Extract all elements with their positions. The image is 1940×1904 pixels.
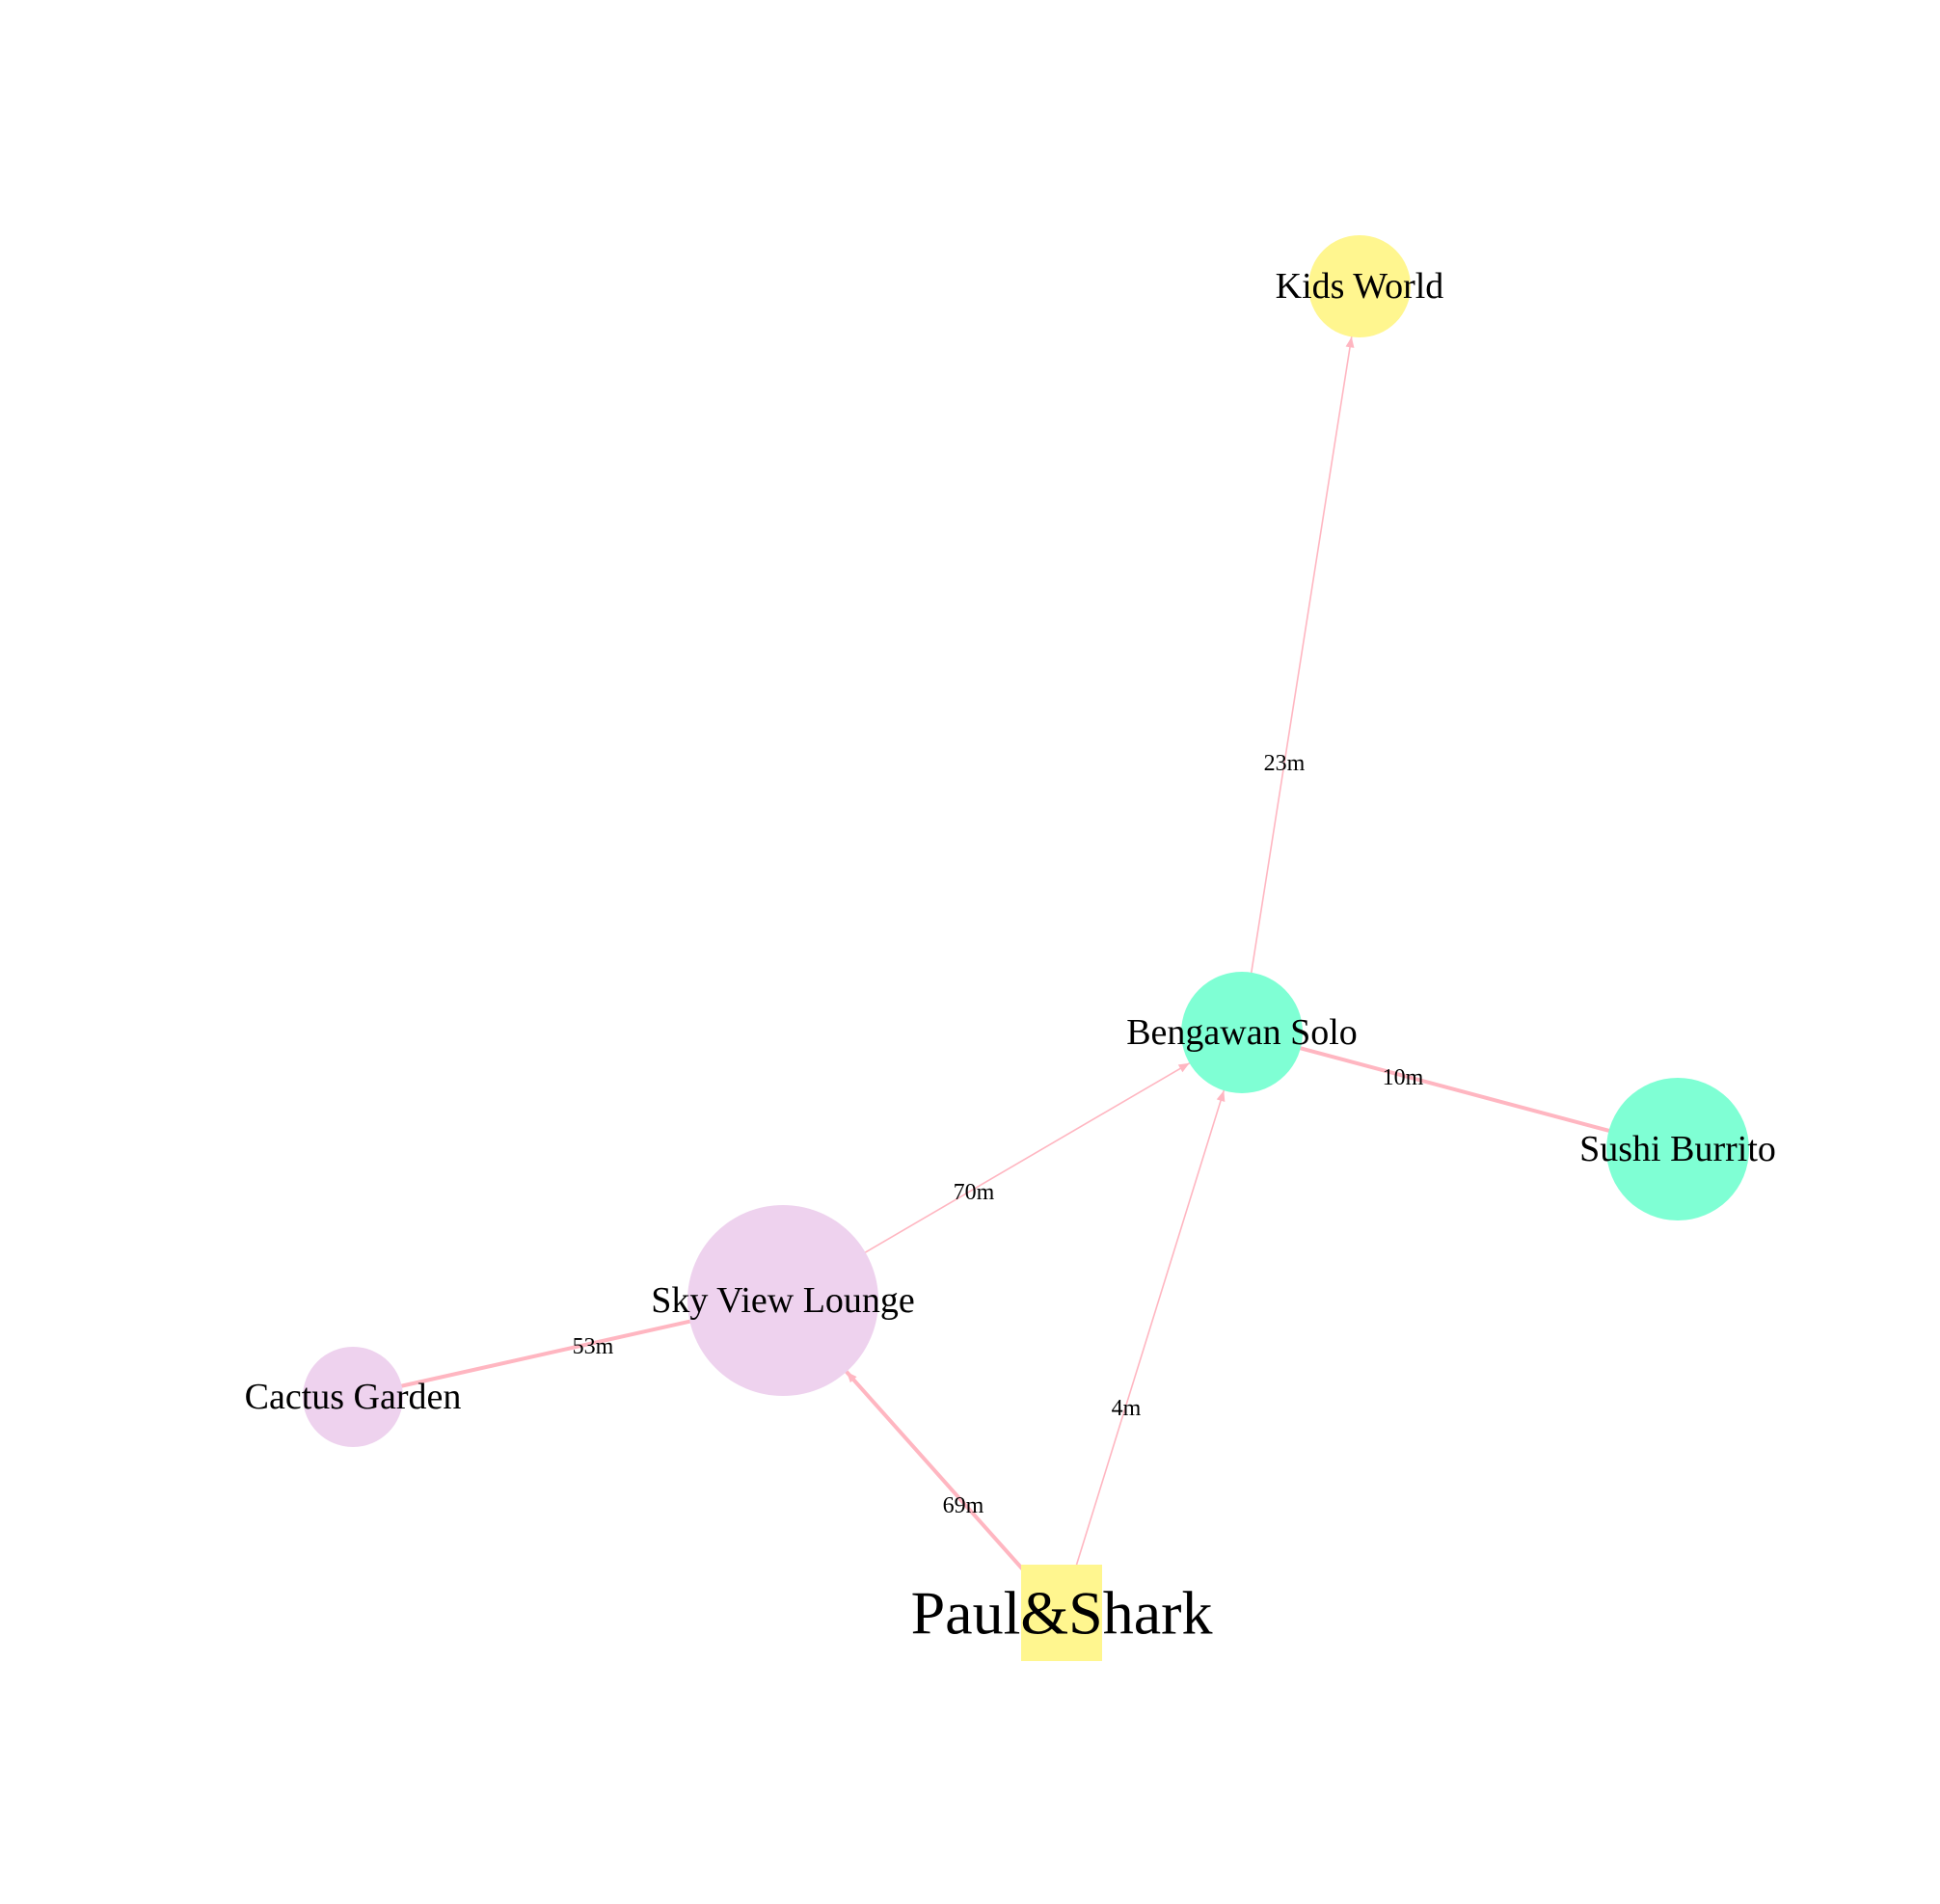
node-label-paul: Paul&Shark [911,1579,1213,1648]
node-label-skyview: Sky View Lounge [651,1280,915,1321]
edge-label-bengawan-kids: 23m [1264,751,1306,776]
nodes-layer [303,235,1749,1661]
node-label-sushi: Sushi Burrito [1579,1129,1776,1169]
edge-label-skyview-bengawan: 70m [954,1180,995,1205]
edge-bengawan-sushi [1298,1046,1611,1133]
edge-label-paul-skyview: 69m [943,1493,984,1518]
node-skyview [687,1205,878,1396]
edge-label-bengawan-sushi: 10m [1383,1065,1424,1090]
edge-paul-skyview [844,1369,1028,1574]
edge-arrowhead-bengawan-kids [1345,336,1355,348]
node-label-kids: Kids World [1276,266,1444,307]
node-label-cactus: Cactus Garden [245,1377,462,1417]
edge-arrowhead-paul-skyview [846,1371,857,1383]
edge-arrowhead-skyview-bengawan [1177,1062,1190,1073]
edge-bengawan-kids [1251,335,1353,974]
node-label-bengawan: Bengawan Solo [1126,1012,1358,1053]
node-kids [1308,235,1411,337]
edge-paul-bengawan [1073,1089,1226,1573]
node-paul [1021,1565,1102,1661]
edge-arrowhead-paul-bengawan [1216,1090,1226,1103]
edge-cactus-skyview [399,1319,692,1388]
node-bengawan [1181,972,1303,1093]
edge-skyview-bengawan [864,1061,1191,1253]
node-cactus [303,1347,403,1447]
node-sushi [1606,1078,1749,1220]
edge-label-paul-bengawan: 4m [1112,1396,1142,1421]
edge-labels-layer: 23m 10m 70m 53m 4m 69m [573,751,1424,1518]
edges-layer [399,335,1611,1574]
edge-label-cactus-skyview: 53m [573,1334,614,1359]
